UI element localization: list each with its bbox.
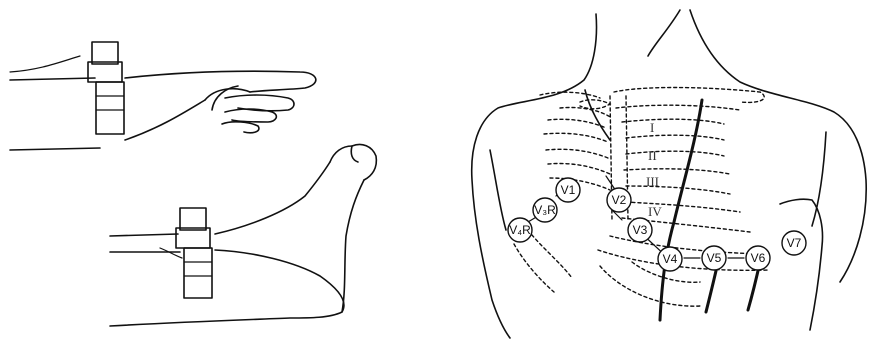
torso-outline: [472, 10, 867, 338]
electrode-v4r: V₄R: [508, 218, 532, 242]
electrode-label-v3: V3: [633, 223, 648, 237]
electrode-label-v5: V5: [707, 251, 722, 265]
electrode-v3: V3: [628, 218, 652, 242]
electrode-label-v7: V7: [787, 236, 802, 250]
intercostal-label-i: I: [650, 120, 654, 135]
midclavicular-line: [660, 100, 702, 320]
intercostal-label-iii: III: [646, 174, 659, 189]
electrode-v4: V4: [658, 247, 682, 271]
electrode-label-v6: V6: [751, 251, 766, 265]
electrode-label-v4: V4: [663, 252, 678, 266]
electrode-label-v1: V1: [561, 183, 576, 197]
intercostal-label-ii: II: [648, 148, 657, 163]
electrode-label-v3r: V₃R: [534, 203, 556, 217]
electrode-v6: V6: [746, 246, 770, 270]
electrode-v7: V7: [782, 231, 806, 255]
intercostal-label-iv: IV: [648, 204, 662, 219]
electrode-label-v4r: V₄R: [509, 223, 531, 237]
electrode-v1: V1: [556, 178, 580, 202]
electrode-label-v2: V2: [612, 193, 627, 207]
electrode-v5: V5: [702, 246, 726, 270]
wrist-with-limb-electrode: [10, 42, 316, 150]
electrode-v3r: V₃R: [533, 198, 557, 222]
electrode-v2: V2: [607, 188, 631, 212]
ankle-with-limb-electrode: [110, 144, 376, 326]
rib-cage: [514, 88, 770, 307]
